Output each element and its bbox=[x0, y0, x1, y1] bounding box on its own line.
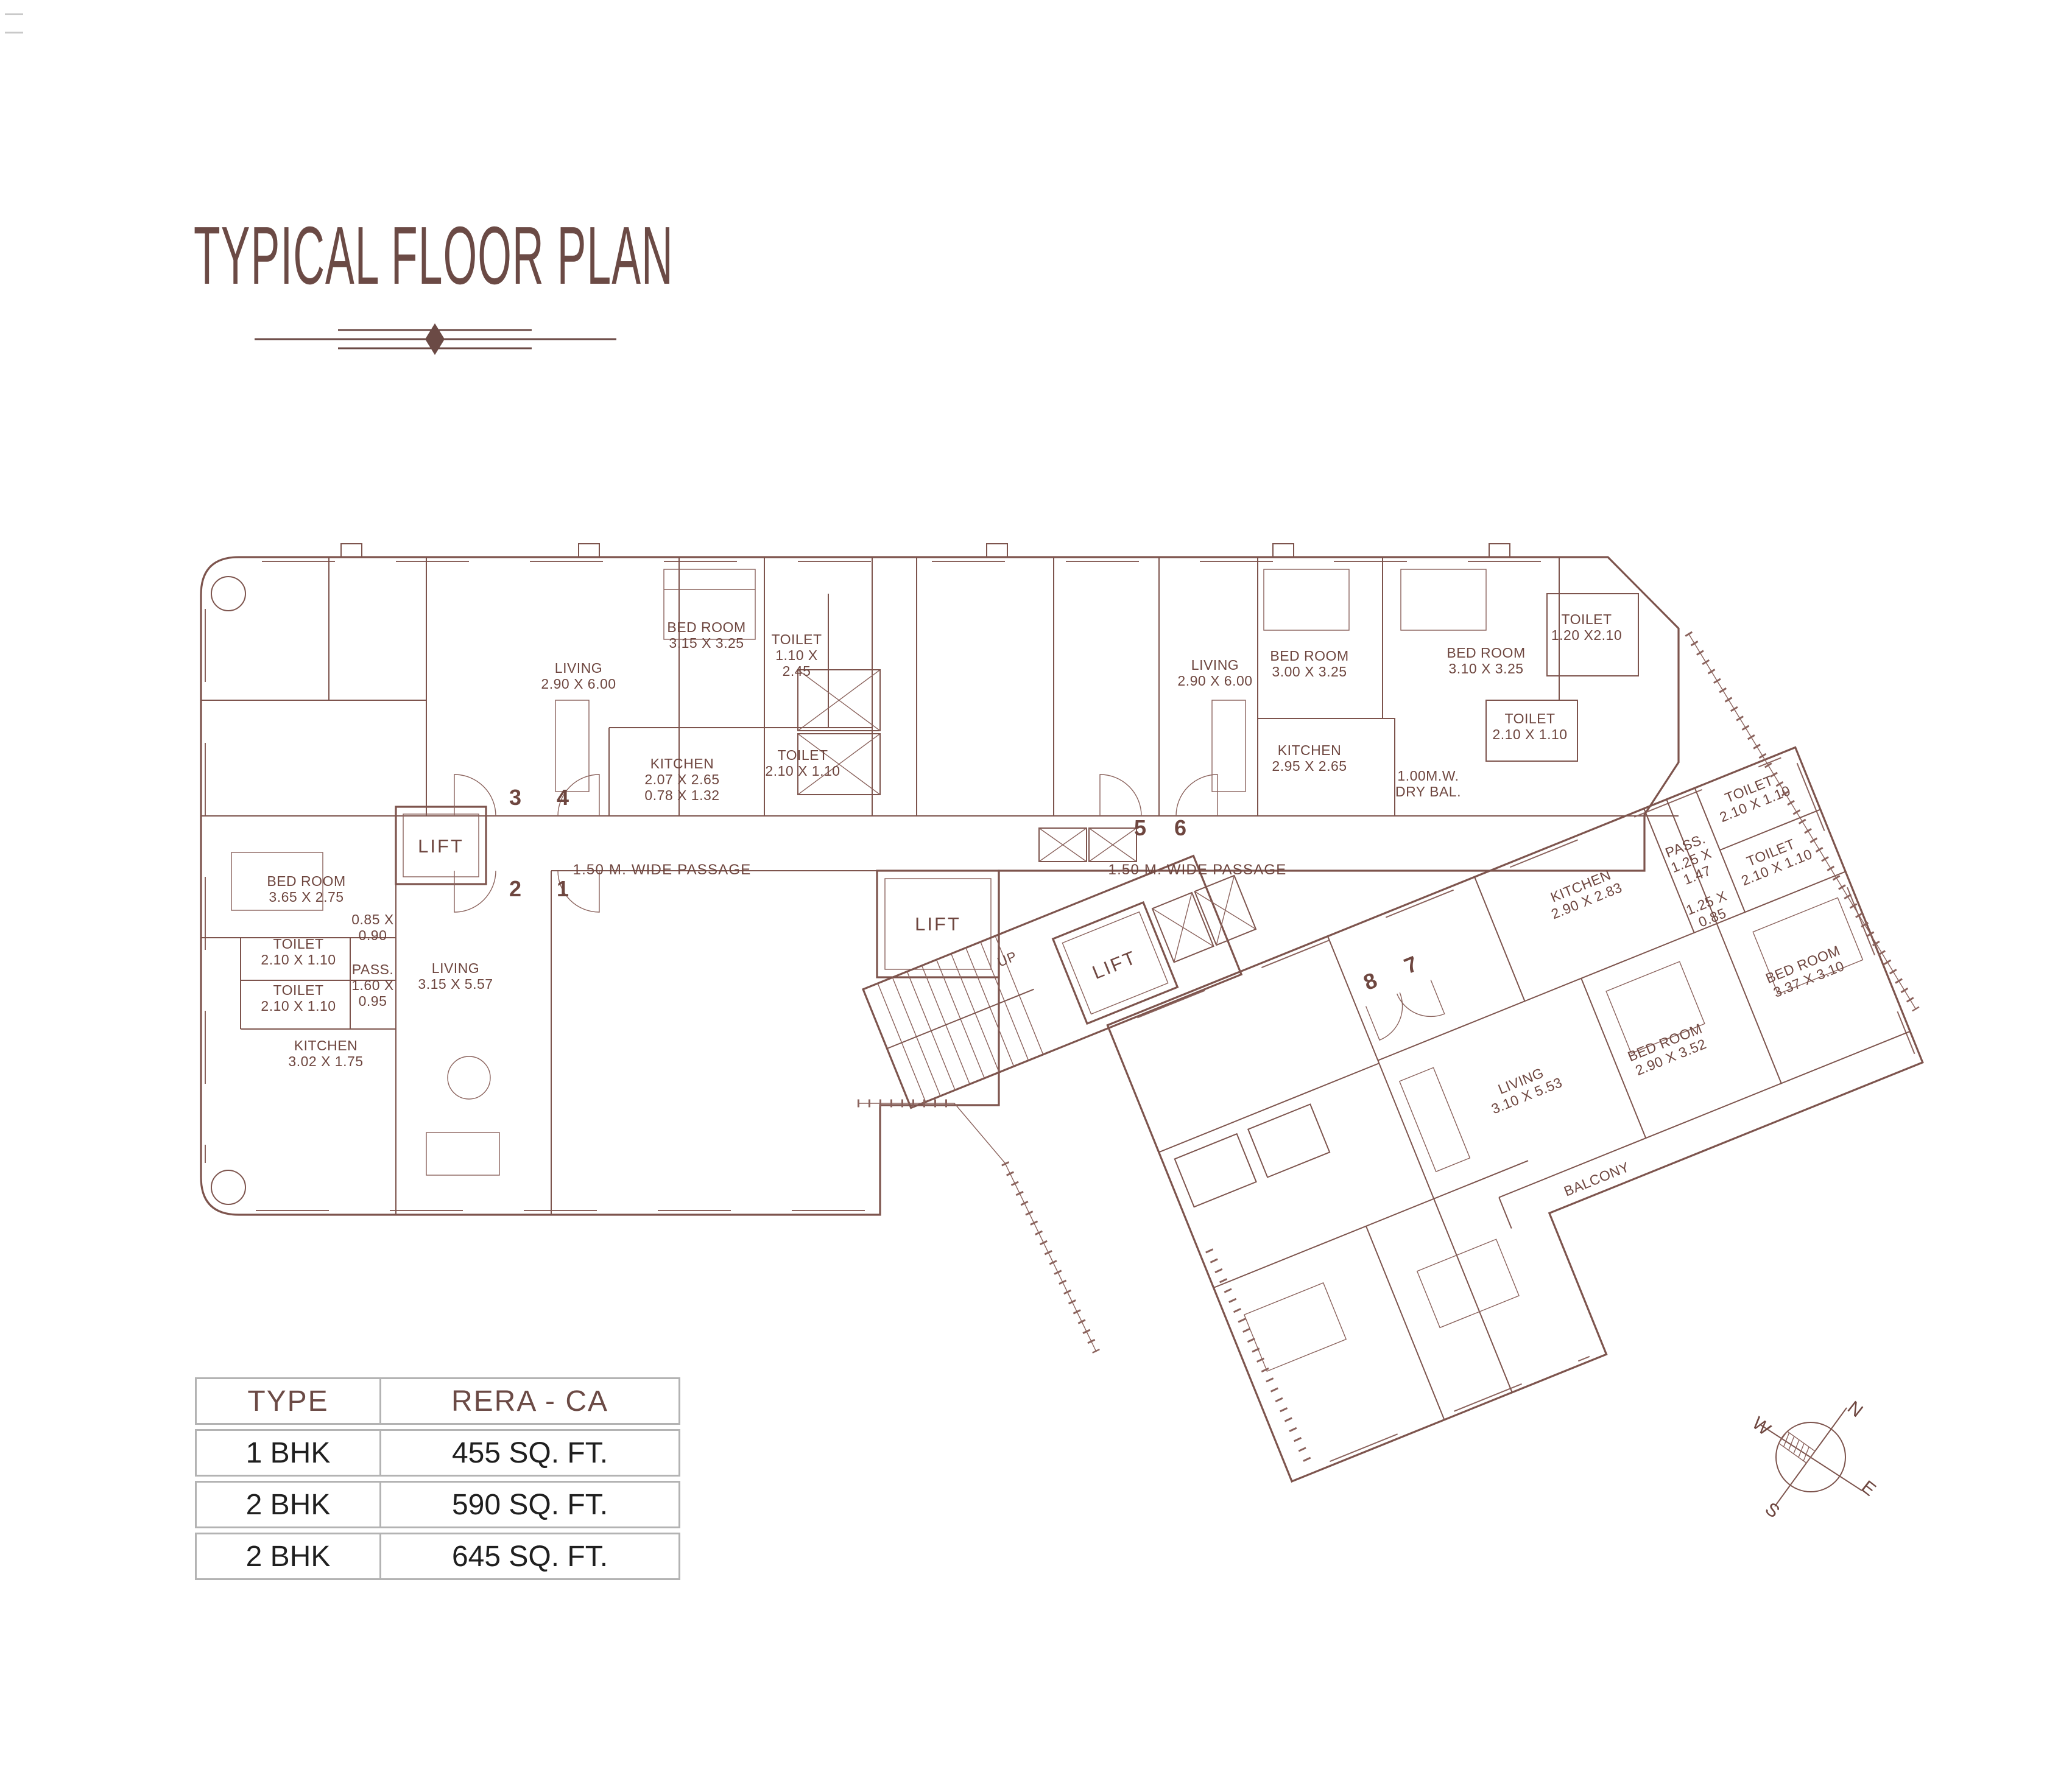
rera-value: 455 SQ. FT. bbox=[451, 1436, 608, 1469]
room-label-bedroom-4: BED ROOM3.37 X 3.10 bbox=[1763, 943, 1848, 1002]
rera-table-body: 1 BHK 455 SQ. FT. 2 BHK 590 SQ. FT. 2 BHK 645… bbox=[195, 1429, 680, 1580]
slab-outline bbox=[200, 543, 1680, 1216]
unit-number-8: 8 bbox=[1360, 968, 1381, 996]
rera-value: 590 SQ. FT. bbox=[451, 1488, 608, 1521]
duct-shafts bbox=[797, 669, 1137, 862]
title-divider bbox=[255, 323, 616, 355]
compass-s-label: S bbox=[1761, 1498, 1783, 1522]
wing-outline bbox=[1106, 746, 1924, 1483]
duct bbox=[1194, 874, 1257, 946]
lift-shaft-1 bbox=[395, 806, 487, 885]
unit-number-6: 6 bbox=[1174, 815, 1186, 840]
compass-e-label: E bbox=[1858, 1477, 1880, 1500]
reg-mark bbox=[5, 13, 23, 15]
unit-number-3: 3 bbox=[509, 785, 521, 810]
type-value: 2 BHK bbox=[197, 1483, 381, 1526]
room-label-passage-1: 1.50 M. WIDE PASSAGE bbox=[573, 862, 752, 878]
entrance-doors bbox=[454, 774, 1218, 913]
unit-number-7: 7 bbox=[1400, 951, 1421, 979]
room-label-lift-2: LIFT bbox=[915, 913, 961, 935]
compass-w-label: W bbox=[1749, 1413, 1775, 1440]
rera-table-header: TYPE RERA - CA bbox=[195, 1377, 680, 1425]
site-boundary bbox=[858, 631, 1920, 1469]
room-label-lift-3: LIFT bbox=[1089, 946, 1140, 983]
page-title: TYPICAL FLOOR PLAN bbox=[194, 209, 674, 301]
unit-number-1: 1 bbox=[557, 876, 569, 901]
room-label-living-3: LIVING3.10 X 5.53 bbox=[1483, 1059, 1565, 1117]
door-arc bbox=[1365, 992, 1403, 1041]
compass-rose: N W E S bbox=[1749, 1397, 1880, 1522]
type-header: TYPE bbox=[197, 1379, 381, 1423]
corner-column bbox=[211, 576, 246, 611]
room-label-bedroom-5: BED ROOM2.90 X 3.52 bbox=[1626, 1021, 1710, 1080]
room-label-dim-125: 1.25 X0.85 bbox=[1684, 888, 1735, 933]
stair-block bbox=[862, 854, 1243, 1109]
rera-table: TYPE RERA - CA 1 BHK 455 SQ. FT. 2 BHK 590 … bbox=[195, 1377, 680, 1584]
rera-value: 645 SQ. FT. bbox=[451, 1540, 608, 1573]
wing-furniture bbox=[1243, 897, 1864, 1372]
room-label-pass-2: PASS.1.25 X1.47 bbox=[1663, 831, 1720, 890]
reg-mark bbox=[5, 32, 23, 33]
type-value: 2 BHK bbox=[197, 1534, 381, 1578]
corner-column bbox=[211, 1170, 246, 1205]
room-label-passage-2: 1.50 M. WIDE PASSAGE bbox=[1108, 862, 1287, 878]
door-arc bbox=[1396, 980, 1445, 1017]
rera-table-row: 1 BHK 455 SQ. FT. bbox=[195, 1429, 680, 1477]
room-label-lift-1: LIFT bbox=[418, 835, 464, 857]
type-value: 1 BHK bbox=[197, 1431, 381, 1475]
rera-table-row: 2 BHK 590 SQ. FT. bbox=[195, 1481, 680, 1528]
lift-shaft-3 bbox=[1051, 901, 1179, 1025]
staircase bbox=[877, 935, 1044, 1103]
compass-north-band bbox=[1778, 1430, 1816, 1464]
unit-number-5: 5 bbox=[1134, 815, 1146, 840]
furniture bbox=[231, 569, 1487, 1176]
room-label-kitchen-3: KITCHEN2.90 X 2.83 bbox=[1543, 865, 1624, 922]
slab-partitions bbox=[201, 557, 1679, 1215]
wing-partitions bbox=[1158, 787, 1911, 1421]
lift-shaft-2 bbox=[876, 869, 1000, 978]
rera-ca-header: RERA - CA bbox=[451, 1385, 609, 1417]
rera-table-row: 2 BHK 645 SQ. FT. bbox=[195, 1533, 680, 1580]
divider-diamond-icon bbox=[425, 323, 445, 355]
room-label-dry-balcony: 1.00M.W.DRY BAL. bbox=[1395, 768, 1461, 799]
duct bbox=[1151, 891, 1214, 963]
compass-n-label: N bbox=[1844, 1397, 1866, 1421]
unit-number-2: 2 bbox=[509, 876, 521, 901]
unit-number-4: 4 bbox=[557, 785, 569, 810]
